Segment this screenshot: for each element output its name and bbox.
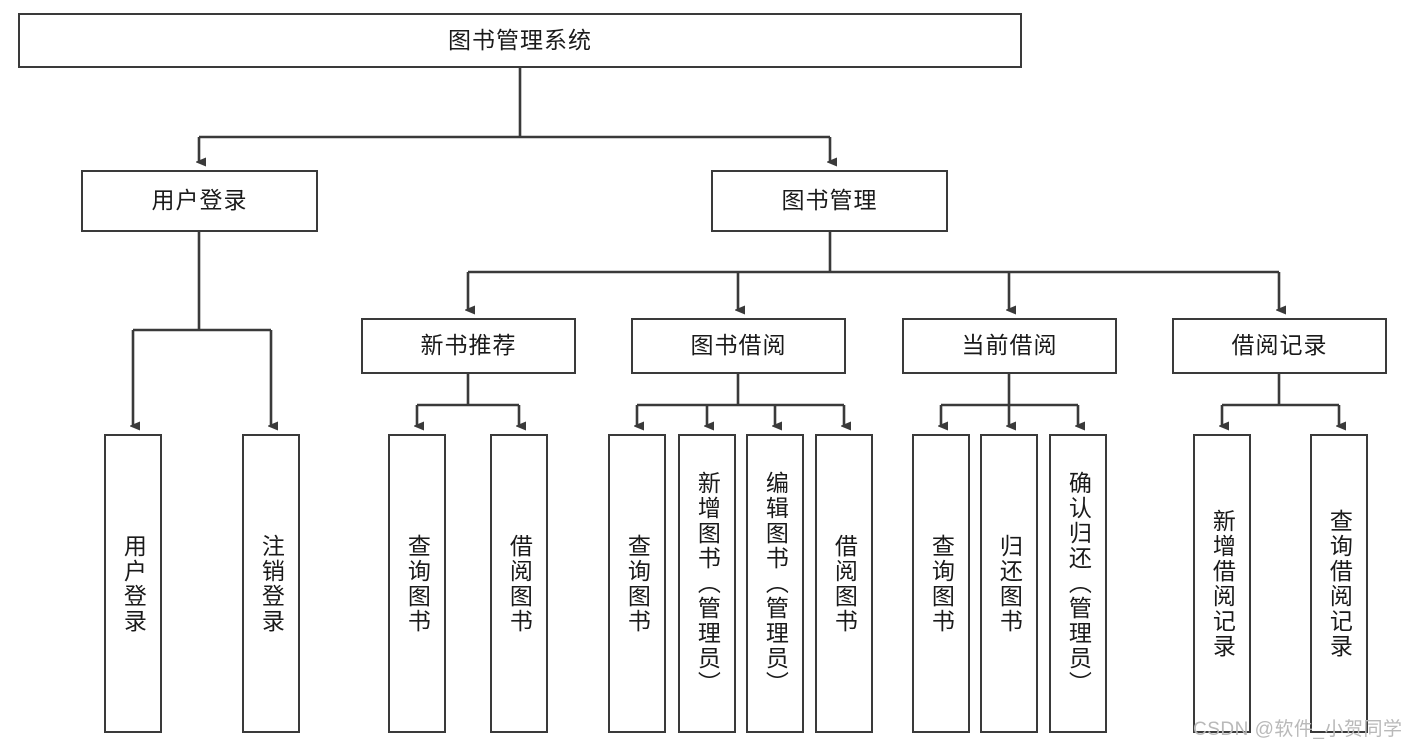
node-book-manage[interactable]: 图书管理 bbox=[711, 170, 948, 232]
node-user-login[interactable]: 用户登录 bbox=[81, 170, 318, 232]
node-book-borrow-label: 图书借阅 bbox=[690, 332, 787, 359]
node-leaf-user-login[interactable]: 用户登录 bbox=[104, 434, 162, 733]
node-leaf-bookborrow-query-label: 查询图书 bbox=[624, 533, 651, 634]
node-new-book[interactable]: 新书推荐 bbox=[361, 318, 576, 374]
node-leaf-bookborrow-edit-label: 编辑图书（管理员） bbox=[762, 471, 789, 696]
node-borrow-record[interactable]: 借阅记录 bbox=[1172, 318, 1387, 374]
node-leaf-bookborrow-query[interactable]: 查询图书 bbox=[608, 434, 666, 733]
node-leaf-bookborrow-borrow-label: 借阅图书 bbox=[831, 533, 858, 634]
node-leaf-newbook-borrow[interactable]: 借阅图书 bbox=[490, 434, 548, 733]
node-root[interactable]: 图书管理系统 bbox=[18, 13, 1022, 68]
node-current-borrow-label: 当前借阅 bbox=[961, 332, 1058, 359]
node-leaf-newbook-query-label: 查询图书 bbox=[404, 533, 431, 634]
node-user-login-label: 用户登录 bbox=[151, 187, 248, 214]
node-new-book-label: 新书推荐 bbox=[420, 332, 517, 359]
node-leaf-currentborrow-confirm-label: 确认归还（管理员） bbox=[1065, 471, 1092, 696]
node-leaf-borrowrecord-add[interactable]: 新增借阅记录 bbox=[1193, 434, 1251, 733]
node-borrow-record-label: 借阅记录 bbox=[1231, 332, 1328, 359]
node-leaf-borrowrecord-add-label: 新增借阅记录 bbox=[1209, 508, 1236, 659]
node-leaf-currentborrow-return-label: 归还图书 bbox=[996, 533, 1023, 634]
node-leaf-bookborrow-edit[interactable]: 编辑图书（管理员） bbox=[746, 434, 804, 733]
node-leaf-newbook-query[interactable]: 查询图书 bbox=[388, 434, 446, 733]
node-leaf-currentborrow-query-label: 查询图书 bbox=[928, 533, 955, 634]
node-leaf-bookborrow-add-label: 新增图书（管理员） bbox=[694, 471, 721, 696]
node-book-manage-label: 图书管理 bbox=[781, 187, 878, 214]
node-leaf-currentborrow-return[interactable]: 归还图书 bbox=[980, 434, 1038, 733]
node-leaf-logout[interactable]: 注销登录 bbox=[242, 434, 300, 733]
node-leaf-logout-label: 注销登录 bbox=[258, 533, 285, 634]
node-leaf-bookborrow-borrow[interactable]: 借阅图书 bbox=[815, 434, 873, 733]
node-leaf-borrowrecord-query-label: 查询借阅记录 bbox=[1326, 508, 1353, 659]
node-leaf-currentborrow-query[interactable]: 查询图书 bbox=[912, 434, 970, 733]
node-leaf-borrowrecord-query[interactable]: 查询借阅记录 bbox=[1310, 434, 1368, 733]
node-root-label: 图书管理系统 bbox=[448, 26, 592, 53]
node-leaf-newbook-borrow-label: 借阅图书 bbox=[506, 533, 533, 634]
node-leaf-bookborrow-add[interactable]: 新增图书（管理员） bbox=[678, 434, 736, 733]
node-current-borrow[interactable]: 当前借阅 bbox=[902, 318, 1117, 374]
node-leaf-user-login-label: 用户登录 bbox=[120, 533, 147, 634]
node-leaf-currentborrow-confirm[interactable]: 确认归还（管理员） bbox=[1049, 434, 1107, 733]
node-book-borrow[interactable]: 图书借阅 bbox=[631, 318, 846, 374]
csdn-watermark: CSDN @软件_小贺同学 bbox=[1193, 719, 1403, 740]
